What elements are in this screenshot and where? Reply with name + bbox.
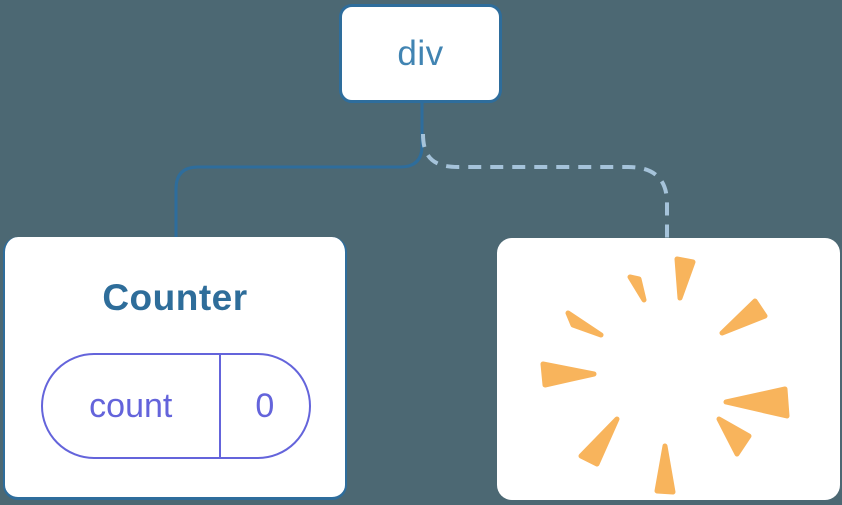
tree-node-counter: Counter count 0 (3, 237, 347, 500)
tree-node-div: div (339, 4, 502, 103)
poof-ray (716, 416, 752, 457)
state-pill: count 0 (41, 353, 311, 459)
poof-ray (654, 443, 676, 495)
connector-solid-line (174, 100, 424, 242)
state-value: 0 (255, 386, 275, 425)
poof-explosion-icon (540, 256, 790, 495)
poof-ray (723, 386, 790, 419)
poof-ray (565, 310, 604, 338)
poof-ray (578, 416, 620, 467)
poof-ray (627, 274, 647, 303)
connector-dashed-line (421, 133, 669, 238)
poof-ray (674, 256, 696, 301)
poof-ray (540, 361, 597, 388)
poof-ray (719, 298, 768, 336)
tree-node-removed (497, 238, 840, 500)
state-key-label: count (43, 355, 221, 457)
counter-component-title: Counter (102, 277, 248, 318)
tree-node-div-label: div (397, 33, 444, 73)
